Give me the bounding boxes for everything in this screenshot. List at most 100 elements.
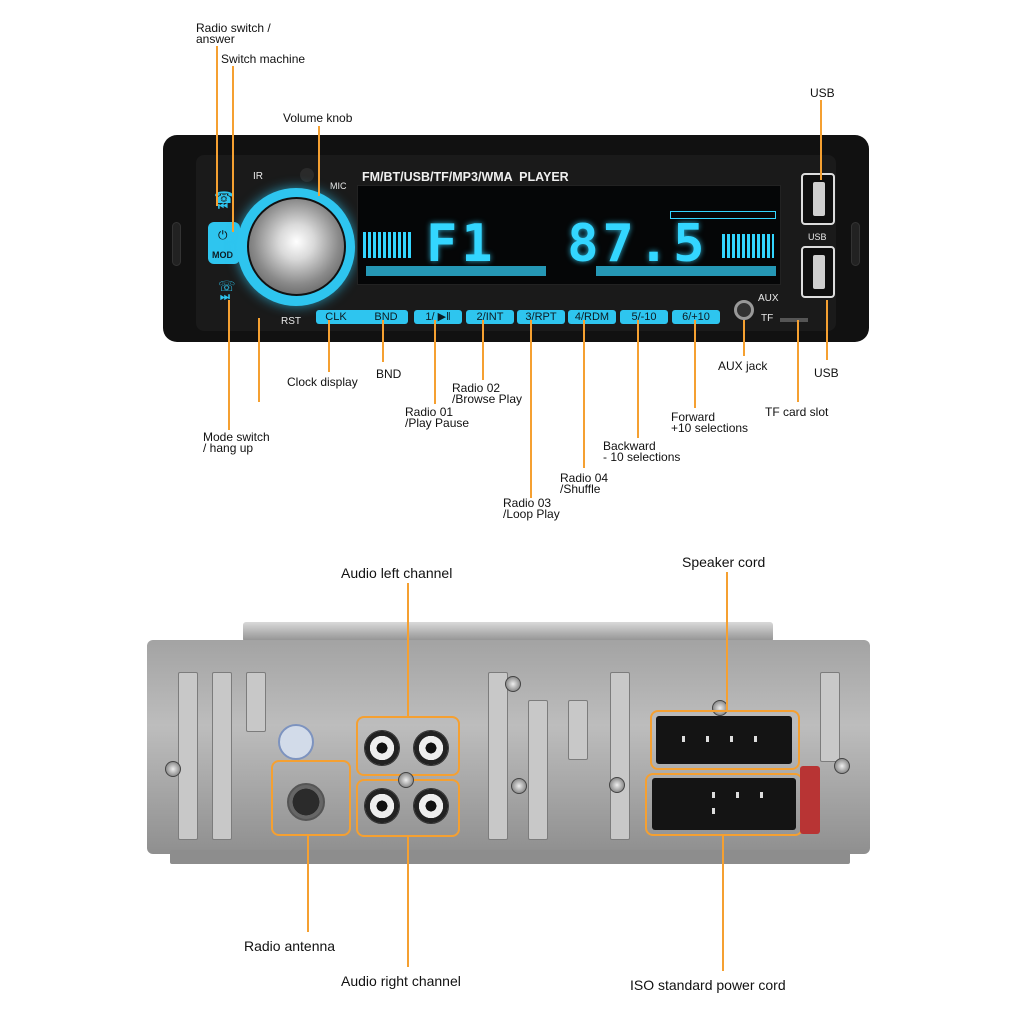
highlight-antenna	[271, 760, 351, 836]
label-volume-knob: Volume knob	[283, 111, 353, 125]
heatsink-fin	[528, 700, 548, 840]
button-3-rpt[interactable]: 3/RPT	[517, 310, 565, 324]
highlight-speaker-cord	[650, 710, 800, 770]
aux-label: AUX	[758, 293, 779, 304]
label-bnd: BND	[376, 367, 402, 381]
frequency-readout: F1 87.5	[426, 214, 709, 274]
callout-line-power	[722, 836, 724, 971]
phone-answer-icon: ☎	[214, 190, 234, 207]
screw	[398, 772, 414, 788]
tf-card-slot[interactable]	[780, 318, 808, 322]
label-radio01: Radio 01 /Play Pause	[405, 405, 470, 430]
callout-line-aux-jack	[743, 320, 745, 356]
previous-icon: ⏮	[218, 201, 228, 213]
mod-label: MOD	[212, 250, 233, 260]
ir-sensor	[300, 168, 314, 182]
display-indicator-bar	[670, 211, 776, 219]
rca-left-1[interactable]	[364, 730, 400, 766]
label-usb-bottom: USB	[814, 366, 839, 380]
callout-line-radio03	[530, 320, 532, 498]
screw	[511, 778, 527, 794]
rca-left-2[interactable]	[413, 730, 449, 766]
label-forward: Forward +10 selections	[671, 410, 749, 435]
bnd-button-label: BND	[374, 311, 398, 323]
label-radio02: Radio 02 /Browse Play	[452, 381, 523, 406]
label-radio04: Radio 04 /Shuffle	[560, 471, 609, 496]
button-2-int[interactable]: 2/INT	[466, 310, 514, 324]
callout-line-radio-switch	[216, 46, 218, 206]
rear-top-plate	[243, 622, 773, 642]
phone-hangup-icon: ☏	[218, 278, 236, 294]
callout-line-clock	[328, 320, 330, 372]
usb-top-label: USB	[808, 232, 827, 242]
clk-bnd-button[interactable]	[316, 310, 408, 324]
callout-line-bnd	[382, 320, 384, 362]
label-clock-display: Clock display	[287, 375, 358, 389]
label-audio-left: Audio left channel	[341, 565, 453, 581]
power-icon: ⏻	[218, 228, 228, 242]
heatsink-fin	[610, 672, 630, 840]
callout-line-usb-top	[820, 100, 822, 180]
label-radio03: Radio 03 /Loop Play	[503, 496, 560, 521]
display-bar-left	[366, 266, 546, 276]
bezel-slot-right	[851, 222, 860, 266]
button-5-minus10[interactable]: 5/-10	[620, 310, 668, 324]
label-aux-jack: AUX jack	[718, 359, 768, 373]
label-backward: Backward - 10 selections	[603, 439, 681, 464]
label-tf-card-slot: TF card slot	[765, 405, 829, 419]
callout-line-usb-bottom	[826, 300, 828, 360]
screw	[609, 777, 625, 793]
callout-line-volume-knob	[318, 126, 320, 196]
usb-port-top[interactable]	[801, 173, 835, 225]
usb-port-bottom[interactable]	[801, 246, 835, 298]
player-title: FM/BT/USB/TF/MP3/WMA PLAYER	[362, 170, 569, 184]
power-mod-button[interactable]	[208, 222, 240, 264]
screw	[165, 761, 181, 777]
label-usb-top: USB	[810, 86, 835, 100]
eq-bars-right	[722, 234, 774, 258]
aux-jack[interactable]	[734, 300, 754, 320]
callout-line-forward	[694, 320, 696, 408]
eq-bars-left	[363, 232, 413, 258]
speaker-connector[interactable]	[656, 716, 792, 764]
label-switch-machine: Switch machine	[221, 52, 306, 66]
heatsink-fin	[212, 672, 232, 840]
callout-line-rst	[258, 318, 260, 402]
button-6-plus10[interactable]: 6/+10	[672, 310, 720, 324]
clk-button-label: CLK	[325, 311, 347, 323]
callout-line-radio04	[583, 320, 585, 468]
heatsink-fin	[246, 672, 266, 732]
heatsink-fin	[488, 672, 508, 840]
callout-line-mode-switch	[228, 300, 230, 430]
highlight-power-cord	[645, 773, 803, 836]
bezel-slot-left	[172, 222, 181, 266]
highlight-audio-left	[356, 716, 460, 776]
callout-line-audio-left	[407, 583, 409, 717]
power-connector[interactable]	[652, 778, 796, 830]
fuse	[800, 766, 820, 834]
rca-right-2[interactable]	[413, 788, 449, 824]
certification-seal	[278, 724, 314, 760]
callout-line-audio-right	[407, 837, 409, 967]
screw	[834, 758, 850, 774]
button-4-rdm[interactable]: 4/RDM	[568, 310, 616, 324]
radio-antenna-socket[interactable]	[287, 783, 325, 821]
screw	[505, 676, 521, 692]
tf-label: TF	[761, 313, 774, 324]
callout-line-radio02	[482, 320, 484, 380]
volume-knob[interactable]	[247, 197, 346, 296]
heatsink-fin	[568, 700, 588, 760]
label-radio-switch: Radio switch / answer	[196, 21, 271, 46]
display-bar-right	[596, 266, 776, 276]
rca-right-1[interactable]	[364, 788, 400, 824]
next-icon: ⏭	[220, 291, 230, 303]
label-mode-switch: Mode switch / hang up	[203, 430, 270, 455]
heatsink-fin	[820, 672, 840, 762]
callout-line-antenna	[307, 836, 309, 932]
label-speaker-cord: Speaker cord	[682, 554, 766, 570]
mic-label: MIC	[330, 181, 347, 191]
callout-line-backward	[637, 320, 639, 438]
button-1-play-pause[interactable]: 1/ ▶‖	[414, 310, 462, 324]
rst-label: RST	[281, 316, 301, 327]
label-audio-right: Audio right channel	[341, 973, 461, 989]
